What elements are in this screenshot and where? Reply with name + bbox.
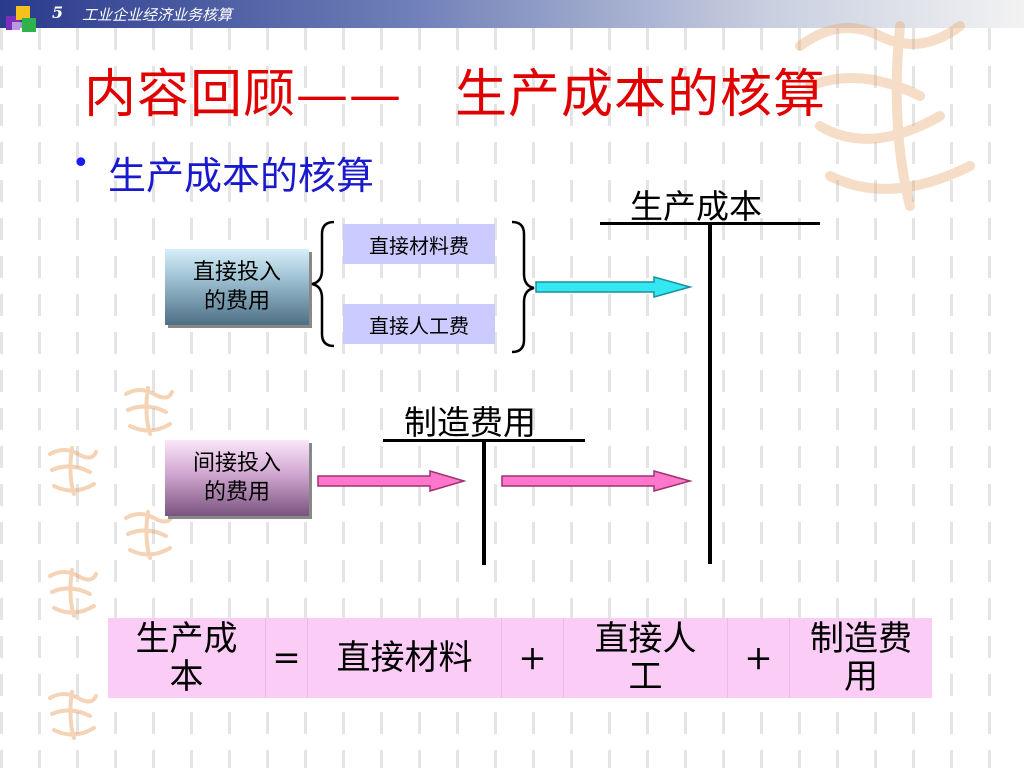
- seal-watermark-small-2: [48, 446, 98, 496]
- manufacturing-overhead-account-stem: [482, 441, 486, 565]
- manufacturing-overhead-account-top-line: [383, 439, 585, 442]
- formula-plus-1: +: [502, 618, 564, 698]
- cost-formula-row: 生产成 本 = 直接材料 + 直接人 工 + 制造费 用: [108, 618, 932, 698]
- indirect-input-line-1: 间接投入: [192, 451, 281, 476]
- bullet-text: 生产成本的核算: [108, 154, 375, 198]
- arrow-overhead-to-production-cost: [501, 470, 693, 492]
- direct-material-cost-item: 直接材料费: [343, 224, 495, 264]
- logo-cubes-icon: [6, 6, 36, 32]
- production-cost-account-label: 生产成本: [630, 187, 762, 226]
- direct-input-cost-box: 直接投入 的费用: [165, 249, 309, 325]
- production-cost-account-top-line: [600, 222, 820, 225]
- formula-equals: =: [266, 618, 308, 698]
- production-cost-account-stem: [708, 224, 712, 564]
- direct-labor-cost-item: 直接人工费: [343, 304, 495, 344]
- formula-manufacturing-overhead: 制造费 用: [790, 618, 932, 698]
- seal-watermark-small-5: [48, 690, 98, 740]
- formula-production-cost-text: 生产成 本: [135, 619, 238, 697]
- arrow-indirect-to-overhead: [317, 470, 467, 492]
- indirect-input-line-2: 的费用: [203, 480, 270, 505]
- header-title: 工业企业经济业务核算: [82, 6, 233, 24]
- formula-manufacturing-overhead-text: 制造费 用: [810, 619, 912, 697]
- manufacturing-overhead-account-label: 制造费用: [404, 403, 536, 442]
- indirect-input-cost-box: 间接投入 的费用: [165, 440, 309, 516]
- brace-left-icon: [311, 220, 335, 348]
- formula-direct-material: 直接材料: [308, 618, 502, 698]
- formula-direct-material-text: 直接材料: [336, 638, 473, 678]
- formula-direct-labor-text: 直接人 工: [594, 619, 697, 697]
- formula-direct-labor: 直接人 工: [564, 618, 728, 698]
- seal-watermark-small-1: [124, 386, 174, 436]
- direct-input-line-2: 的费用: [203, 289, 270, 314]
- bullet-dot: •: [72, 146, 90, 181]
- seal-watermark-large: [795, 21, 975, 211]
- seal-watermark-small-3: [124, 510, 174, 560]
- formula-equals-text: =: [272, 638, 301, 678]
- formula-plus-1-text: +: [518, 638, 547, 678]
- header-number: 5: [52, 3, 64, 22]
- direct-input-line-1: 直接投入: [192, 260, 281, 285]
- formula-plus-2-text: +: [744, 638, 773, 678]
- arrow-direct-to-production-cost: [535, 276, 693, 298]
- seal-watermark-small-4: [48, 568, 98, 618]
- slide-title: 内容回顾—— 生产成本的核算: [84, 65, 827, 125]
- formula-plus-2: +: [728, 618, 790, 698]
- header-bar: [0, 0, 1024, 28]
- brace-right-icon: [511, 220, 535, 354]
- formula-production-cost: 生产成 本: [108, 618, 266, 698]
